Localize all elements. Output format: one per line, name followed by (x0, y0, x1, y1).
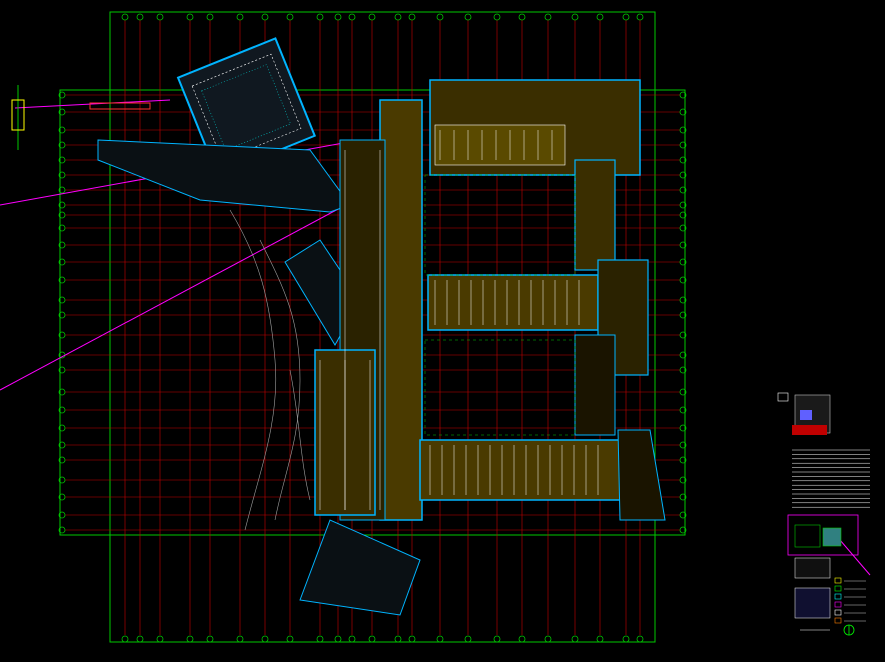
building-footprint (97, 37, 666, 616)
legend-swatches (834, 577, 866, 624)
axis-bubbles (58, 13, 687, 643)
notes-text-block (792, 449, 870, 508)
room-partitions (319, 130, 599, 510)
legend-block (777, 392, 870, 636)
landscape-lines (229, 209, 311, 531)
level-marker (11, 85, 151, 150)
